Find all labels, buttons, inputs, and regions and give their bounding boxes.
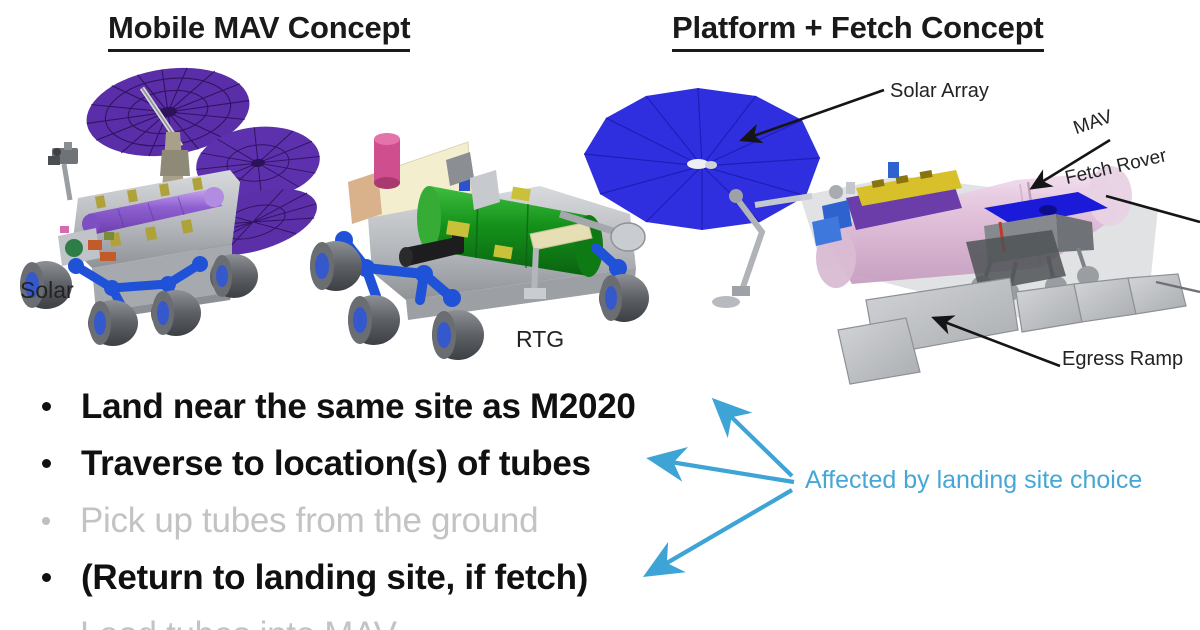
- bullet-dot-icon: [42, 459, 51, 468]
- rover-wheels-middle: [310, 241, 649, 360]
- label-solar-array: Solar Array: [890, 80, 989, 102]
- black-horn-instrument: [399, 232, 464, 267]
- concept-title-mobile-mav: Mobile MAV Concept: [108, 10, 411, 52]
- rover-instrument-head: [48, 142, 78, 201]
- annotation-label: Affected by landing site choice: [805, 466, 1143, 494]
- title-underline: [672, 49, 1044, 52]
- concept-title-mobile-mav-text: Mobile MAV Concept: [108, 10, 411, 45]
- bullet-dot-icon: [42, 516, 50, 525]
- list-item-label: Load tubes into MAV: [80, 615, 397, 630]
- blue-solar-array: [583, 87, 821, 230]
- list-item: Land near the same site as M2020: [28, 378, 728, 435]
- mission-steps-list: Land near the same site as M2020 Travers…: [28, 378, 728, 630]
- list-item: (Return to landing site, if fetch): [28, 549, 728, 606]
- list-item-label: (Return to landing site, if fetch): [81, 557, 589, 597]
- concept-title-platform-fetch: Platform + Fetch Concept: [672, 10, 1044, 52]
- rtg-mav-rover-illustration: [310, 133, 649, 360]
- list-item-label: Traverse to location(s) of tubes: [81, 443, 591, 483]
- fetch-rover-leader: [1105, 194, 1200, 224]
- mav-cylinder-purple: [82, 187, 224, 234]
- label-mav: MAV: [1070, 106, 1116, 140]
- callout-leader-lines: [739, 88, 1200, 368]
- rocker-bogie-left: [71, 259, 205, 319]
- fetch-rover: [971, 192, 1108, 302]
- title-underline: [108, 49, 411, 52]
- label-egress-ramp: Egress Ramp: [1062, 348, 1184, 370]
- solar-array-leader: [739, 88, 885, 144]
- rtg-green-cylinder: [417, 186, 603, 277]
- concept-title-platform-fetch-text: Platform + Fetch Concept: [672, 10, 1044, 45]
- label-fetch-rover: Fetch Rover: [1063, 145, 1169, 190]
- label-rtg: RTG: [516, 326, 565, 352]
- list-item: Traverse to location(s) of tubes: [28, 435, 728, 492]
- bullet-dot-icon: [42, 573, 51, 582]
- rocker-bogie-middle: [339, 235, 627, 305]
- purple-solar-fan-upper-right: [196, 126, 320, 200]
- purple-solar-fan-upper-left: [86, 67, 250, 157]
- list-item-label: Land near the same site as M2020: [81, 386, 636, 426]
- label-solar: Solar: [20, 277, 74, 303]
- purple-solar-fan-right: [189, 188, 317, 256]
- instrument-deck: [812, 162, 962, 246]
- list-item: Pick up tubes from the ground: [28, 492, 728, 549]
- bullet-dot-icon: [42, 402, 51, 411]
- pink-cylinder: [374, 133, 400, 189]
- list-item-label: Pick up tubes from the ground: [80, 500, 539, 540]
- list-item: Load tubes into MAV: [28, 606, 728, 630]
- platform-fetch-lander-illustration: [583, 87, 1200, 385]
- egress-ramp-leader: [931, 315, 1061, 368]
